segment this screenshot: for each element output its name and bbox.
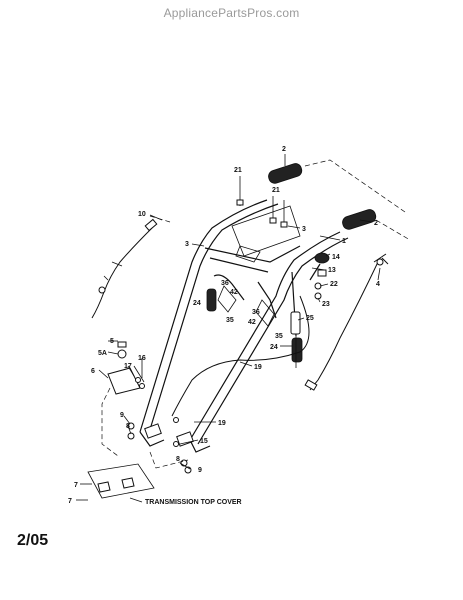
transmission-top-cover [76,387,189,501]
callout-8-upper: 8 [126,423,130,430]
callout-10: 10 [138,211,146,218]
callout-13: 13 [328,267,336,274]
spring-rod-assembly [290,271,303,368]
callout-5: 5 [110,338,114,345]
callout-16: 16 [138,355,146,362]
callout-21-right: 21 [272,187,280,194]
hand-grip-right [342,209,377,230]
control-lever-left [206,274,245,313]
callout-3-lower: 3 [185,241,189,248]
callout-35-left: 35 [226,317,234,324]
date-code: 2/05 [17,532,49,549]
handle-frame [139,199,349,453]
callout-9-upper: 9 [120,412,124,419]
drive-cable [171,295,310,417]
callout-21-left: 21 [234,167,242,174]
hand-grip-left [268,163,303,184]
callout-42-left: 42 [230,289,238,296]
callout-19-lower: 19 [218,420,226,427]
lower-bolts [127,417,192,474]
leader-lines [98,154,381,503]
callout-4: 4 [376,281,380,288]
callout-2-left: 2 [282,146,286,153]
callout-2-right: 2 [374,220,378,227]
chute-cable-left [91,215,171,319]
callout-1: 1 [342,238,346,245]
speed-knob [309,252,330,300]
callout-numbers: 2 21 21 2 10 3 1 3 14 13 4 22 36 42 24 2… [68,146,380,506]
callout-24-left: 24 [193,300,201,307]
callout-8-lower: 8 [176,456,180,463]
callout-36-right: 36 [252,309,260,316]
callout-17: 17 [124,363,132,370]
control-lever-right [255,281,277,327]
callout-25: 25 [306,315,314,322]
callout-9-lower: 9 [198,467,202,474]
callout-7-lower: 7 [68,498,72,505]
callout-42-right: 42 [248,319,256,326]
callout-36-left: 36 [221,280,229,287]
callout-35-right: 35 [275,333,283,340]
callout-23: 23 [322,301,330,308]
callout-19-upper: 19 [254,364,262,371]
watermark: AppliancePartsPros.com [163,6,300,20]
callout-22: 22 [330,281,338,288]
top-bolts [236,176,288,228]
callout-5a: 5A [98,350,107,357]
callout-24-right: 24 [270,344,278,351]
callout-6: 6 [91,368,95,375]
callout-7-upper: 7 [74,482,78,489]
chute-cable-right [304,253,389,391]
callout-14: 14 [332,254,340,261]
callout-15: 15 [200,438,208,445]
callout-3-upper: 3 [302,226,306,233]
transmission-top-cover-label: TRANSMISSION TOP COVER [145,499,242,506]
